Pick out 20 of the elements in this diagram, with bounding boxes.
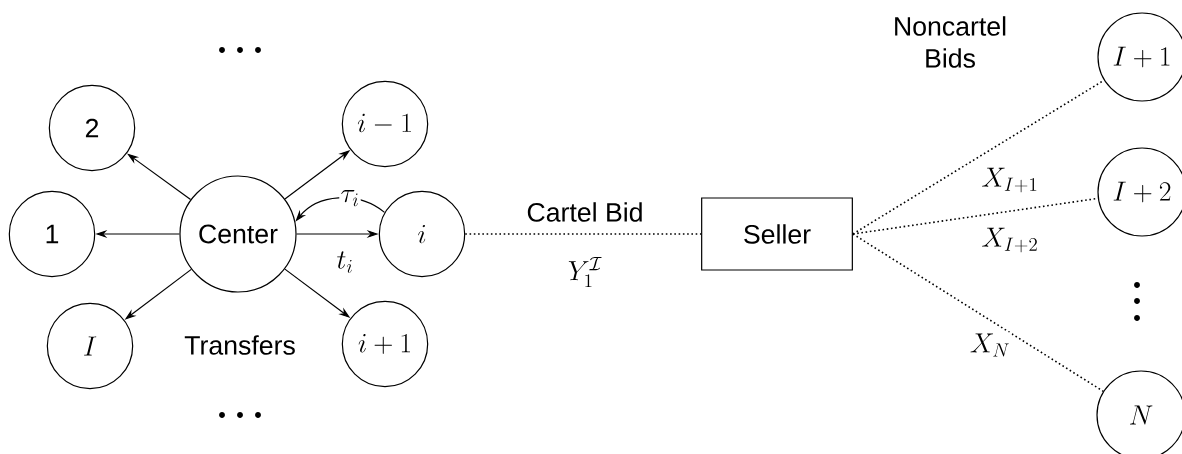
seller-box: Seller	[701, 197, 853, 271]
circle-node: Center	[179, 175, 297, 293]
edge-label: $\tau_i$	[339, 188, 361, 208]
circle-node: 1	[8, 190, 96, 278]
label: Transfers	[184, 335, 295, 355]
edge-label: $t_i$	[335, 250, 355, 274]
label: Noncartel Bids	[895, 16, 1006, 68]
circle-node: $I$	[46, 302, 134, 390]
circle-node: $i$	[378, 190, 466, 278]
circle-node: $i+1$	[341, 300, 429, 388]
circle-node: 2	[48, 84, 136, 172]
edge-label: $X_{I+1}$	[980, 166, 1040, 194]
circle-node: $i-1$	[341, 80, 429, 168]
edge-label: $X_N$	[968, 332, 1012, 358]
arrow	[127, 153, 192, 201]
label: $Y_1^{\mathcal{I}}$	[568, 257, 602, 287]
edge-label: $X_{I+2}$	[980, 226, 1040, 254]
dotted-line	[852, 233, 1105, 393]
dotted-line	[464, 233, 702, 235]
edge-label: Cartel Bid	[525, 200, 645, 224]
